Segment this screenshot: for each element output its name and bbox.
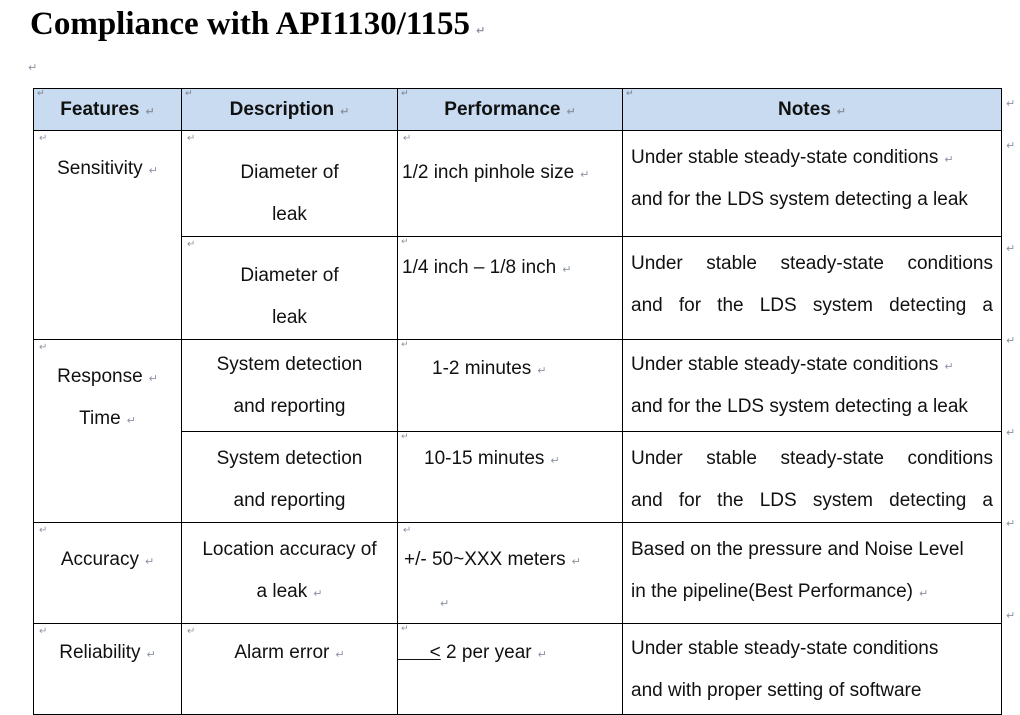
pilcrow-mark: ↵ (146, 648, 156, 661)
pilcrow-mark: ↵ (28, 61, 38, 74)
row-end-mark: ↵ (1006, 426, 1016, 439)
pilcrow-mark: ↵ (145, 104, 155, 118)
table-row: ↵ Response↵ Time↵ System detection and r… (33, 339, 1002, 523)
pilcrow-mark: ↵ (918, 587, 929, 600)
cell-mark: ↵ (626, 89, 634, 99)
pilcrow-mark: ↵ (836, 104, 846, 118)
row-end-mark: ↵ (1006, 517, 1016, 530)
pilcrow-mark: ↵ (313, 587, 323, 600)
table-row: System detection and reporting ↵ 10-15 m… (34, 431, 1002, 523)
cell-mark: ↵ (39, 342, 48, 353)
pilcrow-mark: ↵ (335, 648, 345, 661)
cell-performance: ↵ 1/2 inch pinhole size↵ (397, 130, 623, 237)
cell-mark: ↵ (187, 239, 196, 250)
compliance-table: ↵ Features ↵ ↵ Description ↵ ↵ Performance ↵ ↵… (33, 88, 1002, 715)
header-description: ↵ Description ↵ (181, 88, 398, 131)
cell-mark: ↵ (401, 432, 409, 442)
pilcrow-mark: ↵ (580, 168, 590, 181)
header-row: ↵ Features ↵ ↵ Description ↵ ↵ Performance ↵ ↵… (33, 88, 1002, 131)
header-features: ↵ Features ↵ (33, 88, 182, 131)
cell-notes: Under stable steady-state conditions and… (622, 431, 1002, 523)
cell-performance: ↵ 1/4 inch – 1/8 inch↵ (397, 236, 623, 340)
row-end-mark: ↵ (1006, 97, 1016, 110)
pilcrow-mark: ↵ (126, 414, 136, 427)
table-row: ↵ Diameter of leak ↵ 1/4 inch – 1/8 inch… (34, 236, 1002, 340)
table-row: ↵ Sensitivity↵ ↵ Diameter of leak ↵ 1/2 … (33, 130, 1002, 340)
cell-notes: Under stable steady-state conditions↵ an… (622, 130, 1002, 237)
page-title-text: Compliance with API1130/1155 (30, 6, 471, 42)
cell-description: Location accuracy of a leak↵ (181, 522, 398, 624)
cell-mark: ↵ (401, 89, 409, 99)
cell-notes: Under stable steady-state conditions and… (622, 623, 1002, 715)
page-title: Compliance with API1130/1155 ↵ (30, 6, 485, 43)
pilcrow-mark: ↵ (148, 372, 158, 385)
cell-mark: ↵ (401, 237, 409, 247)
cell-feature-sensitivity: ↵ Sensitivity↵ (33, 130, 182, 340)
cell-feature-response-time: ↵ Response↵ Time↵ (33, 339, 182, 523)
header-features-label: Features (60, 98, 140, 120)
cell-feature-accuracy: ↵ Accuracy↵ (33, 522, 182, 624)
pilcrow-mark: ↵ (476, 24, 486, 37)
pilcrow-mark: ↵ (148, 164, 158, 177)
document-page: { "glyphs": { "pilcrow": "↵" }, "colors"… (28, 6, 1016, 715)
header-description-label: Description (229, 98, 335, 120)
cell-mark: ↵ (37, 89, 45, 99)
pilcrow-mark: ↵ (550, 454, 560, 467)
cell-mark: ↵ (187, 626, 196, 637)
cell-description: ↵ Diameter of leak (181, 236, 398, 340)
cell-mark: ↵ (185, 89, 193, 99)
pilcrow-mark: ↵ (340, 104, 350, 118)
cell-description: ↵ Alarm error↵ (181, 623, 398, 715)
pilcrow-mark: ↵ (944, 153, 954, 166)
cell-mark: ↵ (401, 624, 409, 634)
underlined-segment: < (398, 642, 441, 663)
header-notes: ↵ Notes ↵ (622, 88, 1002, 131)
cell-performance: ↵ +/- 50~XXX meters↵ ↵ (397, 522, 623, 624)
cell-mark: ↵ (39, 133, 48, 144)
cell-feature-reliability: ↵ Reliability↵ (33, 623, 182, 715)
row-end-mark: ↵ (1006, 139, 1016, 152)
cell-notes: Under stable steady-state conditions↵ an… (622, 339, 1002, 432)
cell-notes: Under stable steady-state conditions and… (622, 236, 1002, 340)
row-end-mark: ↵ (1006, 242, 1016, 255)
pilcrow-mark: ↵ (537, 648, 547, 661)
cell-mark: ↵ (39, 525, 48, 536)
pilcrow-mark: ↵ (562, 263, 572, 276)
header-performance-label: Performance (444, 98, 561, 120)
header-notes-label: Notes (777, 98, 831, 120)
cell-mark: ↵ (403, 133, 412, 144)
pilcrow-mark: ↵ (566, 104, 576, 118)
cell-description: System detection and reporting (181, 339, 398, 432)
table-row: ↵ Accuracy↵ Location accuracy of a leak↵… (33, 522, 1002, 624)
cell-notes: Based on the pressure and Noise Level in… (622, 522, 1002, 624)
cell-performance: ↵ < 2 per year↵ (397, 623, 623, 715)
pilcrow-mark: ↵ (944, 360, 954, 373)
cell-mark: ↵ (401, 340, 409, 350)
header-performance: ↵ Performance ↵ (397, 88, 623, 131)
cell-description: ↵ Diameter of leak (181, 130, 398, 237)
row-end-mark: ↵ (1006, 334, 1016, 347)
pilcrow-mark: ↵ (571, 555, 581, 568)
table-row: ↵ Reliability↵ ↵ Alarm error↵ ↵ < 2 per … (33, 623, 1002, 715)
pilcrow-mark: ↵ (144, 555, 155, 568)
cell-performance: ↵ 10-15 minutes↵ (397, 431, 623, 523)
cell-mark: ↵ (39, 626, 48, 637)
cell-mark: ↵ (187, 133, 196, 144)
cell-mark: ↵ (403, 525, 412, 536)
pilcrow-mark: ↵ (537, 364, 547, 377)
cell-performance: ↵ 1-2 minutes↵ (397, 339, 623, 432)
cell-description: System detection and reporting (181, 431, 398, 523)
row-end-mark: ↵ (1006, 609, 1016, 622)
pilcrow-mark: ↵ (440, 597, 450, 610)
